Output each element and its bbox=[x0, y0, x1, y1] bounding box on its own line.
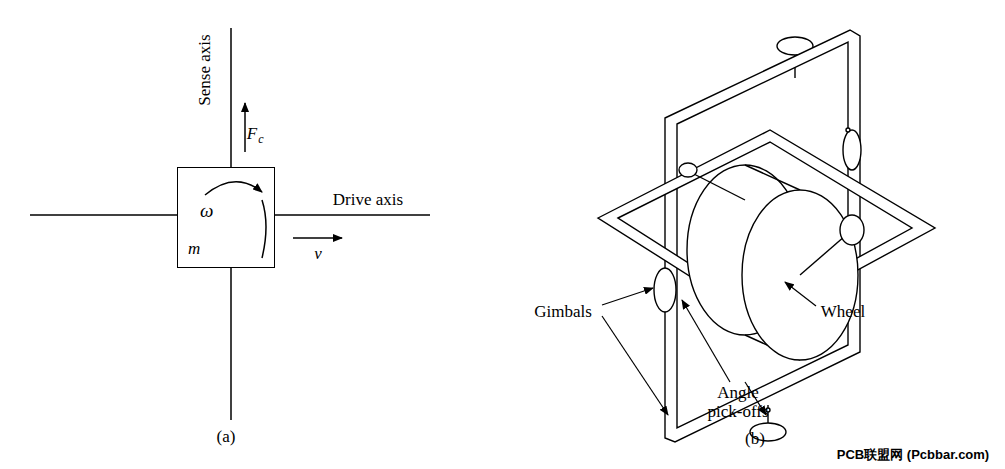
panel-label: (a) bbox=[217, 428, 236, 447]
part-label: Angle pick-offs bbox=[698, 384, 778, 421]
panel-label: (b) bbox=[745, 430, 765, 449]
part-label: Gimbals bbox=[534, 303, 592, 322]
mass-label: m bbox=[188, 240, 200, 259]
force-subscript: c bbox=[258, 133, 263, 146]
axes bbox=[30, 28, 430, 420]
part-label: Wheel bbox=[821, 303, 865, 322]
rotation-arc bbox=[262, 200, 266, 258]
watermark: PCB联盟网 (Pcbbar.com) bbox=[837, 448, 989, 462]
velocity-label: v bbox=[314, 245, 322, 264]
mass-box: ωm bbox=[177, 167, 275, 268]
gimbal-drawing bbox=[598, 30, 935, 442]
force-arrow bbox=[244, 103, 246, 152]
leader-lines bbox=[602, 282, 816, 415]
axis-label: Sense axis bbox=[196, 34, 215, 105]
omega-label: ω bbox=[200, 201, 213, 222]
velocity-arrow bbox=[293, 237, 342, 239]
rotation-arrow bbox=[205, 182, 262, 195]
force-label: F bbox=[247, 125, 257, 144]
axis-label: Drive axis bbox=[333, 191, 403, 210]
